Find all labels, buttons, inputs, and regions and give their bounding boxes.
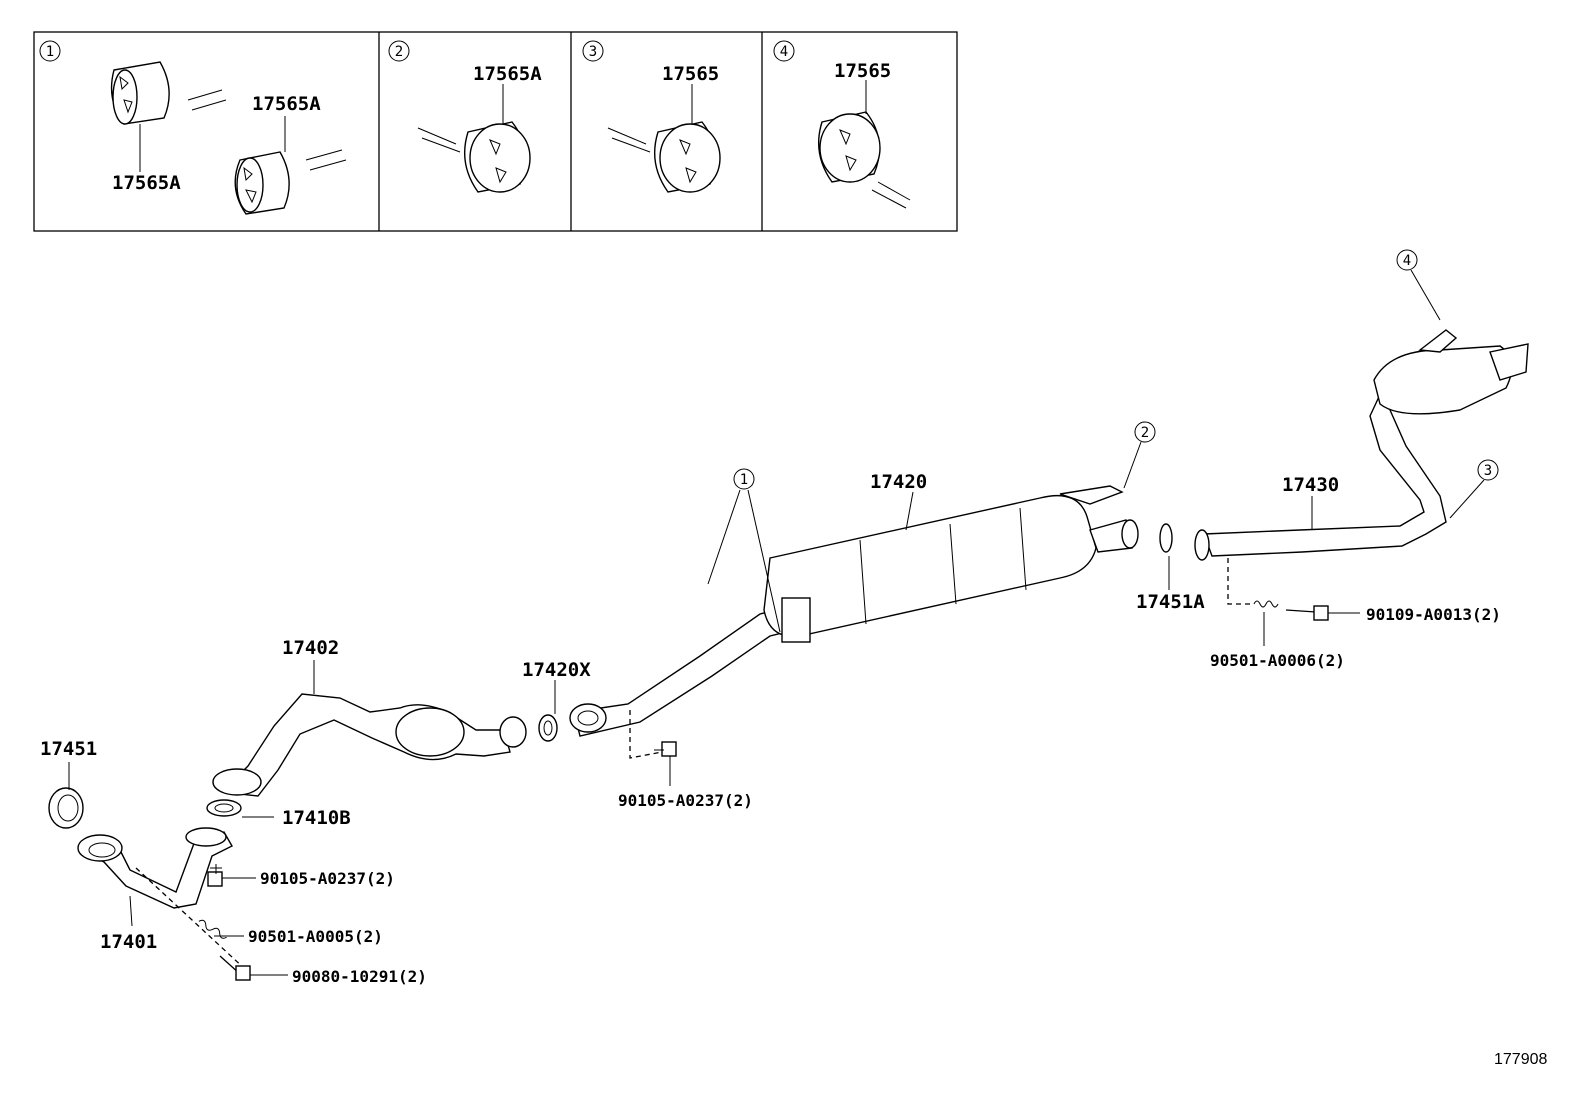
- alignment-dashed-line: [135, 867, 247, 971]
- converter-pipe-17402: 17402: [212, 637, 527, 797]
- inset-panel-4: 4 17565: [773, 40, 911, 209]
- rubber-hanger-17565A: [463, 121, 531, 193]
- rubber-hanger-17565A: [234, 151, 290, 215]
- panel-number: 3: [589, 44, 597, 60]
- hanger-rod: [871, 181, 911, 209]
- part-label-17430: 17430: [1282, 474, 1339, 496]
- inset-panel-2: 2 17565A: [388, 40, 542, 193]
- part-label-17420: 17420: [870, 471, 927, 493]
- rubber-hanger-17565: [653, 121, 721, 193]
- callout-2: 2: [1123, 421, 1156, 489]
- front-pipe-17401: 17401: [77, 827, 233, 953]
- bolt-90105-A0237-front: 90105-A0237(2): [207, 864, 395, 888]
- center-muffler-17420: 17420: [569, 471, 1139, 737]
- bolt-90080-10291: 90080-10291(2): [219, 955, 427, 986]
- panel-number-circle: [582, 40, 604, 62]
- gasket-17451A: 17451A: [1136, 523, 1205, 613]
- part-label-90080-10291: 90080-10291(2): [292, 967, 427, 986]
- part-label-17420X: 17420X: [522, 659, 591, 681]
- callout-4: 4: [1396, 249, 1441, 321]
- part-label-90501-A0006: 90501-A0006(2): [1210, 651, 1345, 670]
- panel-number: 2: [395, 44, 403, 60]
- part-label-17565A: 17565A: [112, 172, 181, 194]
- svg-text:4: 4: [1403, 253, 1411, 269]
- panel-number: 4: [780, 44, 788, 60]
- hanger-rod: [187, 89, 227, 111]
- panel-number: 1: [46, 44, 54, 60]
- part-label-17410B: 17410B: [282, 807, 351, 829]
- svg-text:3: 3: [1484, 463, 1492, 479]
- part-label-17402: 17402: [282, 637, 339, 659]
- part-label-17565: 17565: [834, 60, 891, 82]
- gasket-17420X: 17420X: [522, 659, 591, 742]
- svg-text:1: 1: [740, 472, 748, 488]
- rubber-hanger-17565: [817, 111, 881, 183]
- part-label-17401: 17401: [100, 931, 157, 953]
- inset-panel-3: 3 17565: [582, 40, 721, 193]
- part-label-90105-A0237: 90105-A0237(2): [260, 869, 395, 888]
- part-label-90105-A0237: 90105-A0237(2): [618, 791, 753, 810]
- part-label-17565A: 17565A: [473, 63, 542, 85]
- bolt-90109-A0013: 90109-A0013(2): [1285, 605, 1501, 624]
- part-label-90501-A0005: 90501-A0005(2): [248, 927, 383, 946]
- inset-panel-1: 1 17565A 17565A: [39, 40, 347, 215]
- spring-90501-A0006: 90501-A0006(2): [1210, 600, 1345, 670]
- hanger-rod: [305, 149, 347, 171]
- hanger-rod: [607, 127, 651, 153]
- part-label-17451A: 17451A: [1136, 591, 1205, 613]
- part-label-90109-A0013: 90109-A0013(2): [1366, 605, 1501, 624]
- rubber-hanger-17565A: [110, 61, 170, 125]
- spring-90501-A0005: 90501-A0005(2): [198, 919, 383, 946]
- callout-3: 3: [1449, 459, 1499, 519]
- alignment-dashed-line: [629, 710, 663, 759]
- bolt-90105-A0237-center: 90105-A0237(2): [618, 741, 753, 810]
- panel-number-circle: [39, 40, 61, 62]
- gasket-17410B: 17410B: [206, 799, 351, 829]
- gasket-17451: 17451: [40, 738, 97, 829]
- part-label-17565: 17565: [662, 63, 719, 85]
- alignment-dashed-line: [1227, 558, 1250, 605]
- tail-pipe-17430: 17430: [1194, 329, 1529, 561]
- hanger-rod: [417, 127, 461, 153]
- panel-number-circle: [773, 40, 795, 62]
- hanger-inset: 1 17565A 17565A 2: [33, 31, 958, 232]
- panel-number-circle: [388, 40, 410, 62]
- svg-text:2: 2: [1141, 425, 1149, 441]
- part-label-17451: 17451: [40, 738, 97, 760]
- part-label-17565A: 17565A: [252, 93, 321, 115]
- callout-1: 1: [707, 468, 781, 633]
- figure-number: 177908: [1494, 1051, 1547, 1068]
